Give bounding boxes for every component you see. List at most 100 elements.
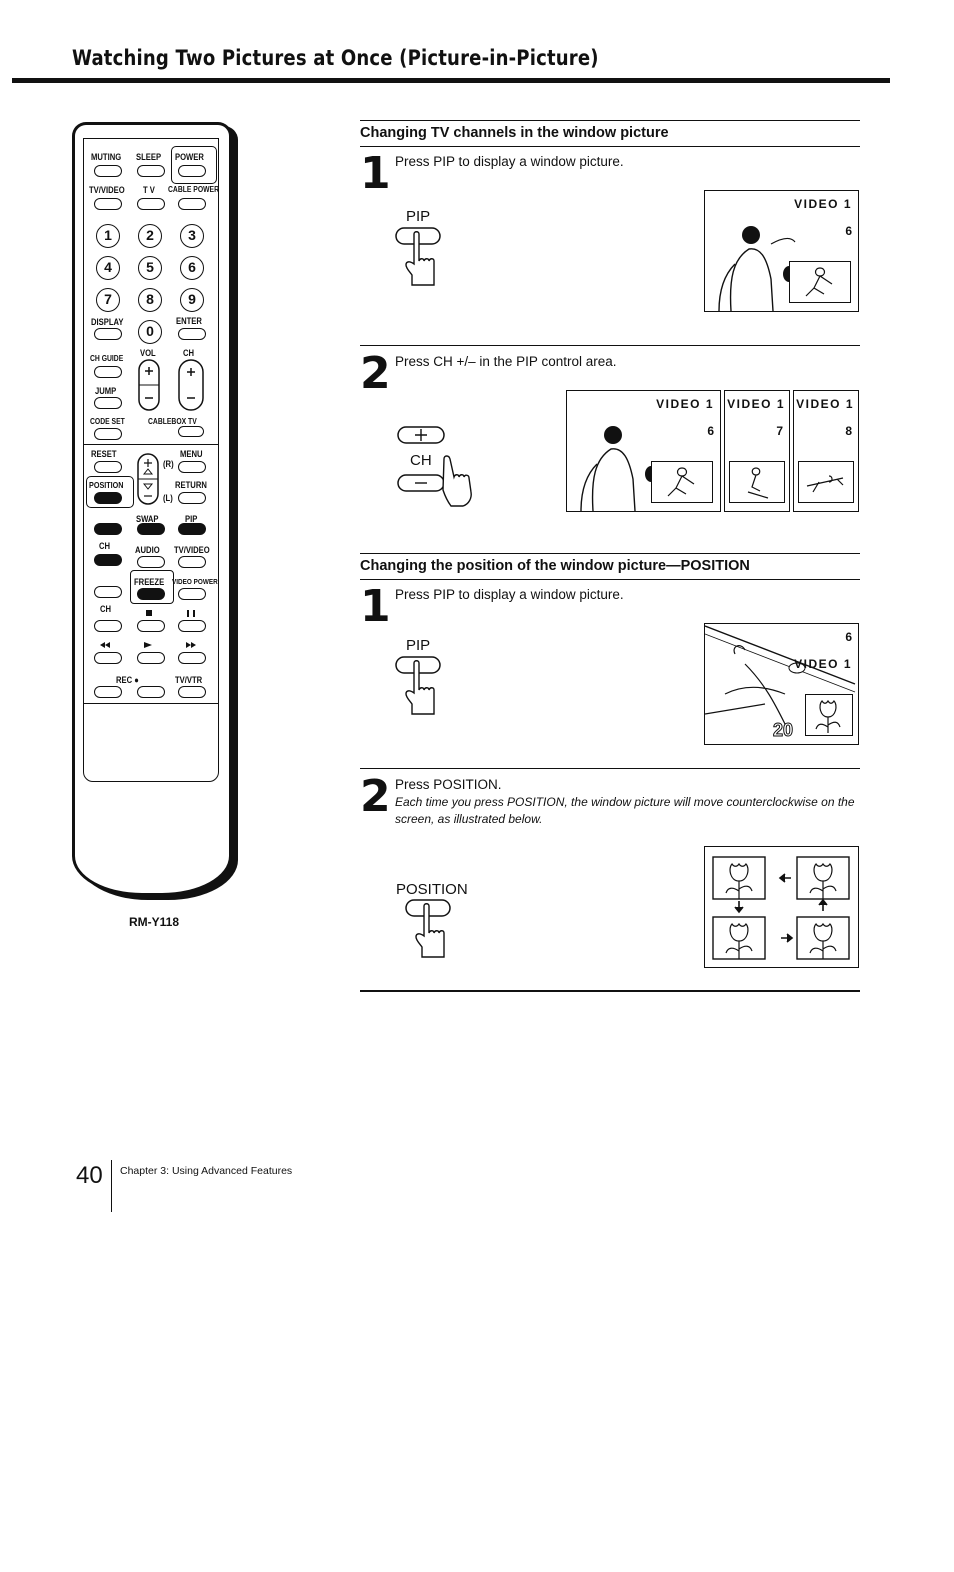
remote-label-tv: T V — [143, 185, 155, 195]
remote-label-tv-video-2: TV/VIDEO — [174, 545, 210, 555]
remote-label-ch-pip: CH — [99, 541, 111, 551]
remote-label-return: RETURN — [175, 480, 207, 490]
number-button-0: 0 — [138, 320, 162, 344]
pip-control-area — [83, 444, 219, 704]
section-end-rule — [360, 990, 860, 992]
section2-step2-number: 2 — [360, 771, 391, 822]
enter-button — [178, 328, 206, 340]
boxer-illustration — [580, 426, 657, 511]
play-button — [137, 652, 165, 664]
menu-button — [178, 461, 206, 473]
remote-label-muting: MUTING — [91, 152, 122, 162]
freeze-box — [130, 570, 174, 604]
pause-button — [178, 620, 206, 632]
section2-step2-text: Press POSITION. — [395, 777, 502, 792]
return-button — [178, 492, 206, 504]
remote-label-tv-video: TV/VIDEO — [89, 185, 125, 195]
section1-step2-screen-1: VIDEO 1 6 — [566, 390, 721, 512]
position-cycle-illustration — [712, 856, 850, 960]
display-button — [94, 328, 122, 340]
audio-button — [137, 556, 165, 568]
boxer-illustration — [718, 226, 796, 311]
remote-label-rec: REC ● — [116, 675, 139, 685]
pip-window-inset — [729, 461, 785, 503]
remote-label-power: POWER — [175, 152, 204, 162]
position-button — [94, 492, 122, 504]
section1-step1-number: 1 — [360, 148, 391, 199]
number-button-4: 4 — [96, 256, 120, 280]
pip-button — [178, 523, 206, 535]
footer-rule — [111, 1160, 112, 1212]
jersey-number: 20 — [772, 720, 794, 741]
ch-rocker-icon — [178, 359, 204, 411]
remote-label-audio: AUDIO — [135, 545, 160, 555]
jump-button — [94, 397, 122, 409]
remote-control-illustration — [72, 122, 232, 896]
rewind-button — [94, 652, 122, 664]
tv-button — [137, 198, 165, 210]
ch-button-press-hand-icon — [397, 426, 472, 507]
cablebox-tv-switch — [178, 426, 204, 437]
position-box — [86, 476, 134, 508]
section2-heading: Changing the position of the window pict… — [360, 558, 750, 574]
window-top-right — [796, 856, 850, 900]
remote-label-tv-vtr: TV/VTR — [175, 675, 203, 685]
vcr-button — [94, 686, 122, 698]
section2-step2-button-label: POSITION — [396, 881, 468, 898]
vcr-ch-minus-button — [94, 620, 122, 632]
remote-label-ch-vcr: CH — [100, 604, 112, 614]
remote-label-sleep: SLEEP — [136, 152, 162, 162]
remote-label-r: (R) — [163, 459, 174, 469]
section1-step1-button-label: PIP — [406, 208, 431, 225]
remote-button-panel — [83, 138, 219, 782]
pip-button-press-hand-icon — [395, 227, 441, 286]
remote-label-video-power: VIDEO POWER — [172, 577, 218, 586]
stop-button — [137, 620, 165, 632]
flower-illustration — [815, 699, 841, 733]
screen-input-label: VIDEO 1 — [794, 657, 852, 671]
pip-window-inset — [805, 694, 853, 736]
arrow-down-icon — [734, 901, 744, 914]
window-bottom-left — [712, 916, 766, 960]
section1-step2-button-label: CH — [410, 452, 432, 469]
section2-step1-text: Press PIP to display a window picture. — [395, 587, 624, 602]
screen-input-label: VIDEO 1 — [796, 397, 854, 411]
vcr-ch-plus-button — [94, 586, 122, 598]
remote-label-reset: RESET — [91, 449, 117, 459]
diver-illustration — [806, 475, 844, 493]
section2-heading-rule — [360, 579, 860, 580]
unlabeled-dark-button — [94, 523, 122, 535]
pip-window-inset — [798, 461, 854, 503]
title-rule — [12, 78, 890, 83]
remote-label-ch-guide: CH GUIDE — [90, 354, 124, 363]
vol-rocker-icon — [138, 359, 160, 411]
arrow-right-icon — [781, 933, 794, 943]
section1-step1-text: Press PIP to display a window picture. — [395, 154, 624, 169]
power-button — [178, 165, 206, 177]
number-button-1: 1 — [96, 224, 120, 248]
pause-icon — [187, 610, 195, 617]
section1-top-rule — [360, 120, 860, 121]
number-button-7: 7 — [96, 288, 120, 312]
section2-step2-note: Each time you press POSITION, the window… — [395, 795, 855, 826]
remote-label-freeze: FREEZE — [134, 577, 165, 587]
section2-step-divider — [360, 768, 860, 769]
rewind-icon — [100, 642, 110, 648]
chapter-label: Chapter 3: Using Advanced Features — [120, 1165, 293, 1177]
screen-channel-number: 6 — [707, 424, 714, 438]
remote-label-code-set: CODE SET — [90, 417, 125, 426]
page-number: 40 — [76, 1162, 103, 1189]
swap-button — [137, 523, 165, 535]
play-icon — [144, 642, 152, 648]
stop-icon — [146, 610, 152, 616]
remote-label-cable-power: CABLE POWER — [168, 185, 219, 194]
sleep-button — [137, 165, 165, 177]
code-set-button — [94, 428, 122, 440]
remote-label-jump: JUMP — [95, 386, 117, 396]
section1-step2-number: 2 — [360, 348, 391, 399]
window-top-left — [712, 856, 766, 900]
section1-step2-screen-2: VIDEO 1 7 — [724, 390, 790, 512]
remote-label-cablebox-tv: CABLEBOX TV — [148, 417, 197, 426]
video-power-button — [178, 588, 206, 600]
skater-illustration — [667, 467, 695, 497]
